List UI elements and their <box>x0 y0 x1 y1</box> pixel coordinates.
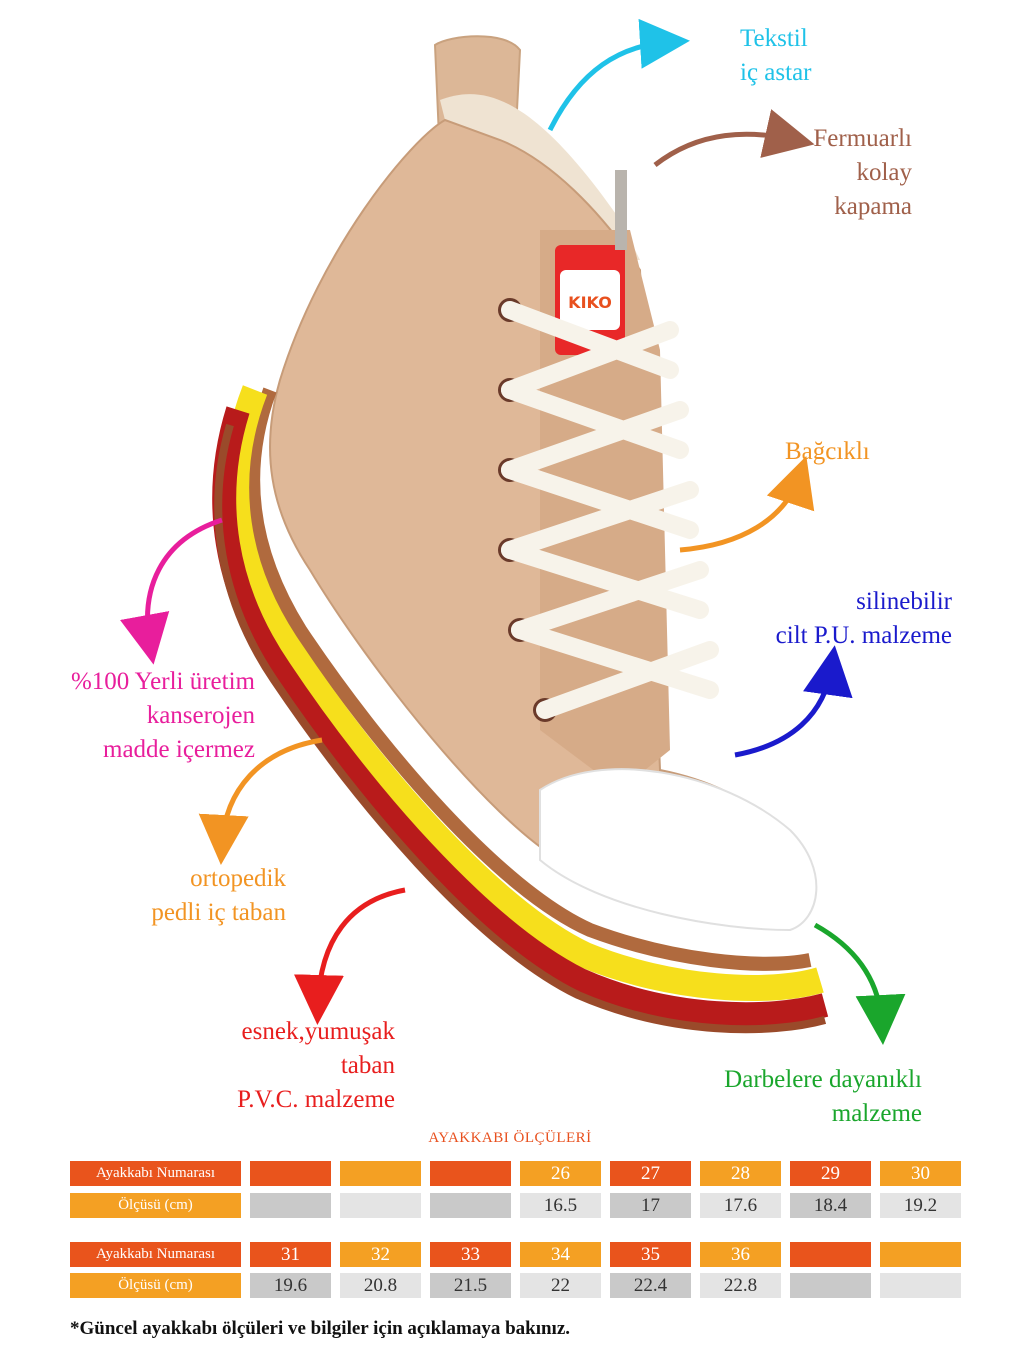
callout-line: madde içermez <box>103 736 255 763</box>
size-cell: 28 <box>700 1161 781 1186</box>
length-row-2: Ölçüsü (cm) 19.6 20.8 21.5 22 22.4 22.8 <box>70 1273 961 1298</box>
callout-line: Bağcıklı <box>785 438 870 465</box>
arrow-zipper <box>653 109 815 167</box>
length-cell: 22.8 <box>700 1273 781 1298</box>
size-row-1: Ayakkabı Numarası 26 27 28 29 30 <box>70 1161 961 1186</box>
size-cell <box>430 1161 511 1186</box>
size-cell: 29 <box>790 1161 871 1186</box>
size-cell <box>790 1242 871 1267</box>
length-cell: 20.8 <box>340 1273 421 1298</box>
callout-line: iç astar <box>740 59 812 86</box>
length-cell <box>880 1273 961 1298</box>
length-cell: 22 <box>520 1273 601 1298</box>
size-cell: 30 <box>880 1161 961 1186</box>
size-cell: 35 <box>610 1242 691 1267</box>
size-table-title: AYAKKABI ÖLÇÜLERİ <box>428 1130 592 1146</box>
size-cell: 26 <box>520 1161 601 1186</box>
size-cell <box>880 1242 961 1267</box>
length-cell: 17 <box>610 1193 691 1218</box>
arrow-durable <box>813 922 906 1045</box>
callout-line: P.V.C. malzeme <box>237 1086 395 1113</box>
callout-textile: Tekstil iç astar <box>740 22 811 90</box>
callout-sole: esnek,yumuşak taban P.V.C. malzeme <box>200 1015 395 1117</box>
callout-durable: Darbelere dayanıklı malzeme <box>700 1063 922 1131</box>
callout-line: kolay <box>856 159 912 186</box>
length-cell: 19.6 <box>250 1273 331 1298</box>
size-row-2: Ayakkabı Numarası 31 32 33 34 35 36 <box>70 1242 961 1267</box>
size-cell: 32 <box>340 1242 421 1267</box>
arrow-textile <box>547 18 690 132</box>
arrow-laces <box>679 456 815 553</box>
brand-logo: KIKO <box>568 293 612 312</box>
callout-arrows <box>120 18 906 1045</box>
callout-line: Darbelere dayanıklı <box>724 1066 922 1093</box>
size-cell <box>340 1161 421 1186</box>
length-cell: 21.5 <box>430 1273 511 1298</box>
size-cell: 33 <box>430 1242 511 1267</box>
length-cell <box>430 1193 511 1218</box>
arrow-pu <box>734 645 853 758</box>
callout-line: pedli iç taban <box>151 899 286 926</box>
length-cell: 16.5 <box>520 1193 601 1218</box>
size-cell: 36 <box>700 1242 781 1267</box>
row-header-length: Ölçüsü (cm) <box>70 1273 241 1298</box>
size-cell: 31 <box>250 1242 331 1267</box>
callout-line: kanserojen <box>146 702 255 729</box>
length-cell: 19.2 <box>880 1193 961 1218</box>
length-cell <box>340 1193 421 1218</box>
callout-line: esnek,yumuşak <box>241 1018 395 1045</box>
arrow-local <box>120 517 223 665</box>
footnote: *Güncel ayakkabı ölçüleri ve bilgiler iç… <box>70 1318 571 1339</box>
length-cell: 18.4 <box>790 1193 871 1218</box>
row-header-size: Ayakkabı Numarası <box>70 1242 241 1267</box>
length-row-1: Ölçüsü (cm) 16.5 17 17.6 18.4 19.2 <box>70 1193 961 1218</box>
callout-line: %100 Yerli üretim <box>70 668 255 695</box>
callout-insole: ortopedik pedli iç taban <box>100 862 286 930</box>
arrow-insole <box>198 737 323 865</box>
row-header-length: Ölçüsü (cm) <box>70 1193 241 1218</box>
size-cell: 27 <box>610 1161 691 1186</box>
length-cell <box>790 1273 871 1298</box>
length-cell: 17.6 <box>700 1193 781 1218</box>
callout-line: kapama <box>834 193 912 220</box>
callout-zipper: Fermuarlı kolay kapama <box>780 122 912 224</box>
callout-line: malzeme <box>831 1100 922 1127</box>
shoe-illustration: KIKO <box>212 35 829 1034</box>
row-header-size: Ayakkabı Numarası <box>70 1161 241 1186</box>
callout-pu: silinebilir cilt P.U. malzeme <box>760 585 952 653</box>
callout-line: silinebilir <box>856 588 952 615</box>
length-cell: 22.4 <box>610 1273 691 1298</box>
callout-local: %100 Yerli üretim kanserojen madde içerm… <box>45 665 255 767</box>
callout-line: taban <box>340 1052 395 1079</box>
callout-line: Fermuarlı <box>813 125 912 152</box>
length-cell <box>250 1193 331 1218</box>
size-cell <box>250 1161 331 1186</box>
callout-line: ortopedik <box>190 865 286 892</box>
callout-laces: Bağcıklı <box>785 435 870 469</box>
callout-line: Tekstil <box>740 25 808 52</box>
arrow-sole <box>293 887 406 1025</box>
callout-line: cilt P.U. malzeme <box>775 622 952 649</box>
size-cell: 34 <box>520 1242 601 1267</box>
